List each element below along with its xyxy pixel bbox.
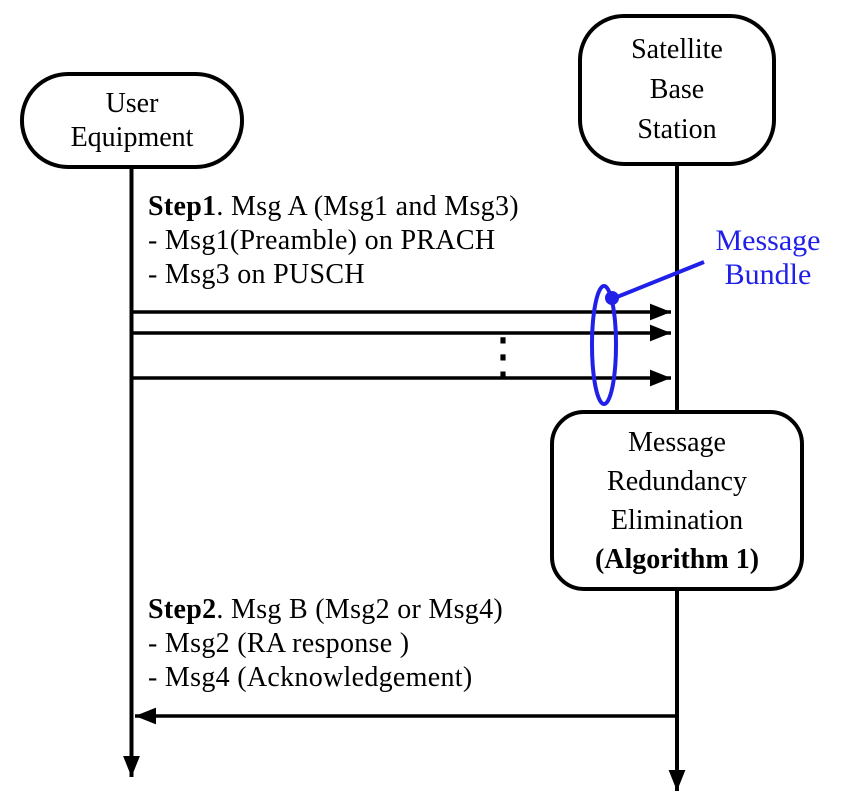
mre-label-line: Redundancy bbox=[607, 465, 747, 497]
step1-annotation: Step1. Msg A (Msg1 and Msg3) - Msg1(Prea… bbox=[148, 190, 519, 292]
step2-title-bold: Step2 bbox=[148, 594, 217, 625]
step1-title-bold: Step1 bbox=[148, 191, 217, 222]
step2-title-line: Step2. Msg B (Msg2 or Msg4) bbox=[148, 593, 503, 627]
step2-detail-line: - Msg2 (RA response ) bbox=[148, 628, 410, 659]
step1-detail-line: - Msg3 on PUSCH bbox=[148, 259, 365, 290]
bundle-label-line: Bundle bbox=[724, 258, 812, 291]
mre-label-line: Elimination bbox=[610, 504, 744, 536]
actor-satellite-base-station: Satellite Base Station bbox=[578, 14, 776, 166]
mre-label-line: Message bbox=[628, 426, 726, 458]
actor-user-equipment: User Equipment bbox=[20, 72, 244, 169]
bundle-ellipse bbox=[590, 284, 618, 406]
step1-title-rest: . Msg A (Msg1 and Msg3) bbox=[216, 191, 519, 222]
actor-label-line: Station bbox=[637, 114, 717, 145]
vertical-ellipsis: ⋮ bbox=[478, 327, 528, 385]
actor-label-line: User bbox=[105, 87, 159, 119]
step1-title-line: Step1. Msg A (Msg1 and Msg3) bbox=[148, 190, 519, 224]
actor-label-line: Equipment bbox=[70, 121, 194, 153]
step1-detail-line: - Msg1(Preamble) on PRACH bbox=[148, 225, 496, 256]
step2-detail-line: - Msg4 (Acknowledgement) bbox=[148, 662, 473, 693]
bundle-callout-line bbox=[611, 260, 705, 301]
step2-annotation: Step2. Msg B (Msg2 or Msg4) - Msg2 (RA r… bbox=[148, 593, 503, 695]
bundle-callout-dot bbox=[605, 291, 619, 305]
mre-algorithm-line: (Algorithm 1) bbox=[594, 543, 760, 575]
message-bundle-label: Message Bundle bbox=[690, 224, 844, 292]
bundle-label-line: Message bbox=[715, 224, 821, 257]
message-redundancy-elimination-box: Message Redundancy Elimination (Algorith… bbox=[550, 410, 804, 591]
actor-label-line: Satellite bbox=[631, 34, 723, 65]
actor-label-line: Base bbox=[649, 74, 705, 105]
step2-title-rest: . Msg B (Msg2 or Msg4) bbox=[216, 594, 504, 625]
